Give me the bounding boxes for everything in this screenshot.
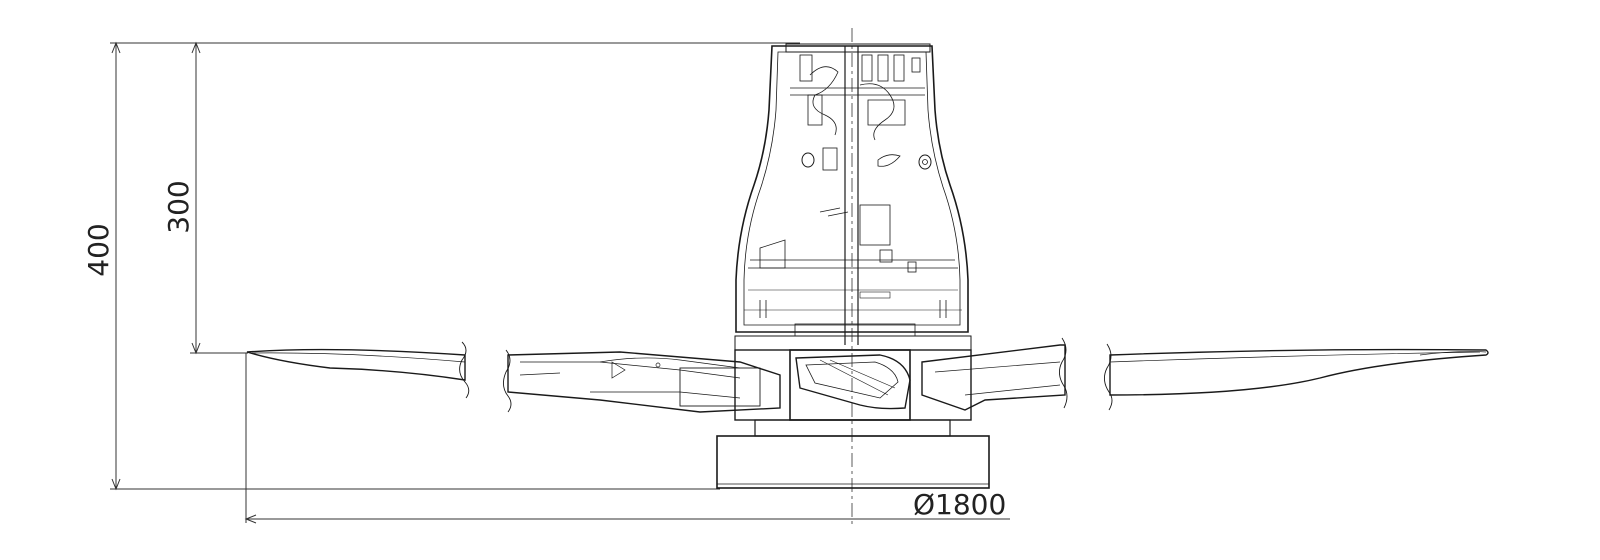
dim-span: Ø1800 <box>913 488 1006 521</box>
dim-body-height: 300 <box>162 180 195 233</box>
dimension-labels: 400 300 Ø1800 <box>82 180 1006 521</box>
dim-total-height: 400 <box>82 223 115 276</box>
dimension-lines <box>110 28 1010 525</box>
light-base <box>716 419 990 489</box>
blade-left <box>246 341 781 413</box>
fan-hub <box>734 323 972 421</box>
motor-housing <box>735 43 969 345</box>
blade-right <box>921 337 1489 411</box>
